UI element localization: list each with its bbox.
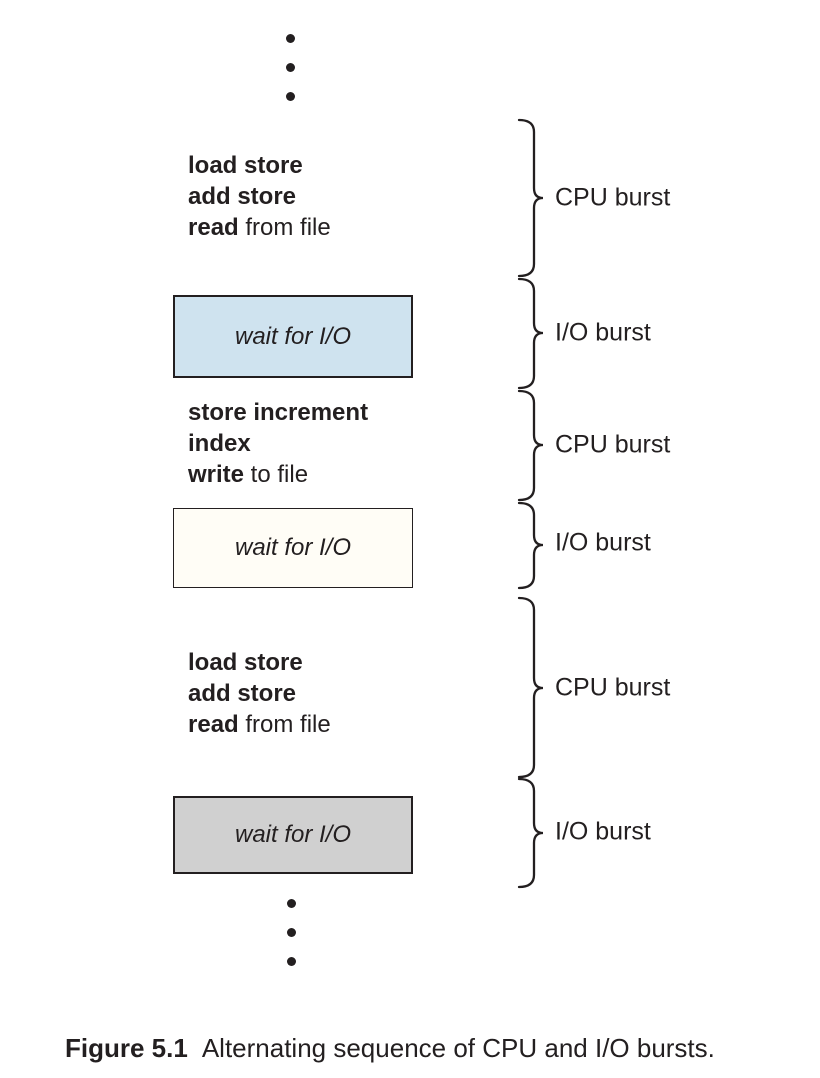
io-wait-box-3: wait for I/O	[173, 796, 413, 874]
cpu-burst-code-block-1: load store add store read from file	[188, 150, 331, 243]
brace-cpu-burst-3-icon	[517, 596, 544, 779]
code-keyword: read	[188, 711, 239, 738]
burst-label-io-1: I/O burst	[555, 318, 651, 347]
io-wait-label: wait for I/O	[234, 821, 352, 848]
code-text: from file	[238, 214, 331, 241]
brace-cpu-burst-2-icon	[517, 389, 544, 502]
code-line: add store	[188, 181, 331, 212]
code-keyword: load store	[188, 649, 303, 676]
figure-caption-number: Figure 5.1	[65, 1033, 188, 1063]
burst-label-cpu-1: CPU burst	[555, 183, 671, 212]
io-wait-label: wait for I/O	[234, 534, 352, 561]
code-line: load store	[188, 150, 331, 181]
cpu-burst-code-block-3: load store add store read from file	[188, 647, 331, 740]
io-wait-box-1: wait for I/O	[173, 295, 413, 378]
code-text: to file	[244, 461, 309, 488]
code-line: write to file	[188, 459, 368, 490]
dot	[286, 92, 295, 101]
code-line: load store	[188, 647, 331, 678]
code-keyword: read	[188, 214, 239, 241]
brace-io-burst-1-icon	[517, 277, 544, 390]
cpu-burst-code-block-2: store increment index write to file	[188, 397, 368, 490]
dot	[286, 34, 295, 43]
burst-label-cpu-2: CPU burst	[555, 430, 671, 459]
code-line: read from file	[188, 709, 331, 740]
code-keyword: load store	[188, 152, 303, 179]
code-line: index	[188, 428, 368, 459]
burst-label-io-3: I/O burst	[555, 817, 651, 846]
io-wait-box-2: wait for I/O	[173, 508, 413, 588]
code-keyword: store increment	[188, 399, 369, 426]
code-text: from file	[238, 711, 331, 738]
dot	[287, 899, 296, 908]
code-keyword: add store	[188, 680, 297, 707]
burst-label-io-2: I/O burst	[555, 528, 651, 557]
figure-caption: Figure 5.1 Alternating sequence of CPU an…	[65, 1033, 715, 1064]
brace-io-burst-3-icon	[517, 777, 544, 889]
dot	[286, 63, 295, 72]
code-keyword: add store	[188, 183, 297, 210]
brace-io-burst-2-icon	[517, 501, 544, 590]
brace-cpu-burst-1-icon	[517, 118, 544, 278]
dot	[287, 928, 296, 937]
code-keyword: write	[188, 461, 245, 488]
io-wait-label: wait for I/O	[234, 322, 352, 350]
code-line: add store	[188, 678, 331, 709]
code-keyword: index	[188, 430, 251, 457]
burst-label-cpu-3: CPU burst	[555, 673, 671, 702]
dot	[287, 957, 296, 966]
code-line: read from file	[188, 212, 331, 243]
code-line: store increment	[188, 397, 368, 428]
figure-caption-text: Alternating sequence of CPU and I/O burs…	[201, 1033, 715, 1063]
